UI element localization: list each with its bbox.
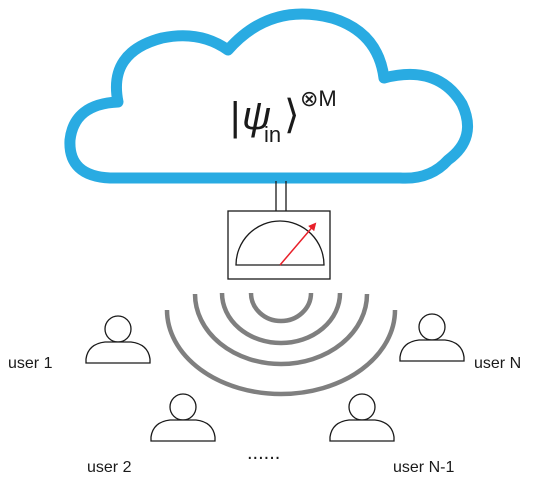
state-psi: ψ: [242, 94, 271, 138]
user-1-icon: [85, 315, 151, 364]
user-1-label: user 1: [8, 355, 53, 372]
user-2-label: user 2: [87, 459, 132, 476]
ellipsis: ......: [247, 442, 280, 464]
user-n-1-icon: [329, 393, 395, 442]
user-n-icon: [399, 313, 465, 362]
meter-needle: [279, 222, 317, 266]
cloud: [64, 8, 474, 184]
user-n-label: user N: [474, 355, 521, 372]
wave-2: [219, 292, 343, 346]
user-2-icon: [150, 393, 216, 442]
broadcast-waves: [164, 292, 398, 397]
state-ket: ⟩: [284, 93, 300, 137]
user-n-1-label: user N-1: [393, 459, 454, 476]
wave-1: [248, 292, 314, 324]
state-bar: |: [230, 95, 240, 139]
wave-4: [164, 309, 398, 397]
cloud-outline: [64, 8, 474, 184]
wave-3: [192, 293, 370, 367]
input-state-label: | ψ in ⟩ ⊗M: [230, 86, 337, 147]
meter-dial: [235, 220, 325, 266]
state-tensor-power: ⊗M: [300, 86, 337, 111]
cloud-connector: [275, 181, 287, 212]
measurement-meter: [227, 210, 331, 280]
state-subscript: in: [264, 122, 281, 147]
